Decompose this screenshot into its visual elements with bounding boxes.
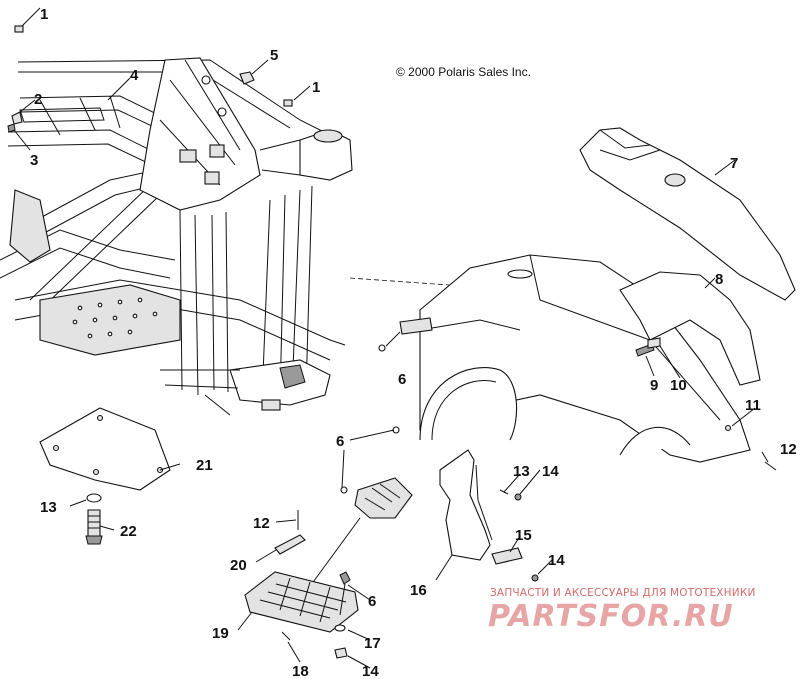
washer-part-13a <box>86 493 102 503</box>
nut-part-5 <box>239 71 255 85</box>
frame-assembly <box>0 57 353 416</box>
callout-14b: 14 <box>548 552 565 569</box>
callout-8: 8 <box>715 271 723 288</box>
callout-3: 3 <box>30 152 38 169</box>
leader-lines <box>13 7 769 669</box>
frame-plate-holes <box>72 297 158 339</box>
callout-2: 2 <box>34 91 42 108</box>
callout-labels: 1 1 2 3 4 5 6 6 6 7 8 9 10 11 12 12 13 1… <box>30 6 797 679</box>
callout-15: 15 <box>515 527 532 544</box>
watermark-logo: PARTSFOR.RU <box>488 599 734 634</box>
nut-part-14c <box>334 647 348 659</box>
callout-5: 5 <box>270 47 278 64</box>
mudflap-part-16 <box>439 449 491 561</box>
washer-part-2 <box>11 111 23 125</box>
callout-7: 7 <box>730 155 738 172</box>
nut-part-14a <box>514 493 522 501</box>
screw-part-18 <box>281 631 291 641</box>
callout-9: 9 <box>650 377 658 394</box>
nut-part-1a <box>14 25 24 33</box>
callout-14a: 14 <box>542 463 559 480</box>
washer-part-10 <box>647 337 661 349</box>
footrest-bracket <box>354 477 413 519</box>
front-cab-assembly <box>349 127 796 471</box>
callout-22: 22 <box>120 523 137 540</box>
callout-12a: 12 <box>253 515 270 532</box>
bracket-part-15 <box>491 547 523 565</box>
skid-plate-part-21 <box>39 407 171 491</box>
watermark: ЗАПЧАСТИ И АКСЕССУАРЫ ДЛЯ МОТОТЕХНИКИ PA… <box>488 587 756 634</box>
callout-6a: 6 <box>398 371 406 388</box>
callout-13a: 13 <box>40 499 57 516</box>
callout-20: 20 <box>230 557 247 574</box>
callout-1a: 1 <box>40 6 48 23</box>
bolt-part-3 <box>7 123 16 133</box>
footboard-part-19 <box>244 571 359 633</box>
callout-13b: 13 <box>513 463 530 480</box>
callout-19: 19 <box>212 625 229 642</box>
washer-part-17 <box>334 624 346 632</box>
callout-11: 11 <box>745 397 761 414</box>
bracket-part-20 <box>274 534 306 555</box>
screw-part-11 <box>724 424 732 432</box>
callout-6c: 6 <box>368 593 376 610</box>
copyright-notice: © 2000 Polaris Sales Inc. <box>396 65 531 79</box>
callout-16: 16 <box>410 582 427 599</box>
nut-part-1b <box>283 99 293 107</box>
skid-plate-assembly <box>39 407 171 545</box>
screw-part-6c <box>340 486 348 494</box>
nut-part-14b <box>531 574 539 582</box>
callout-14c: 14 <box>362 663 379 679</box>
mudflap-footrest-assembly <box>244 426 539 659</box>
fastener-parts-upper <box>7 25 293 133</box>
callout-17: 17 <box>364 635 381 652</box>
callout-18: 18 <box>292 663 309 679</box>
callout-21: 21 <box>196 457 213 474</box>
callout-12b: 12 <box>780 441 797 458</box>
callout-6b: 6 <box>336 433 344 450</box>
screw-part-6a <box>378 344 386 352</box>
callout-1b: 1 <box>312 79 320 96</box>
screw-part-6d <box>339 571 351 585</box>
bolt-part-22 <box>87 509 101 537</box>
watermark-tagline: ЗАПЧАСТИ И АКСЕССУАРЫ ДЛЯ МОТОТЕХНИКИ <box>490 587 756 599</box>
callout-10: 10 <box>670 377 687 394</box>
callout-4: 4 <box>130 67 139 84</box>
rivet-part-12b <box>764 461 777 471</box>
